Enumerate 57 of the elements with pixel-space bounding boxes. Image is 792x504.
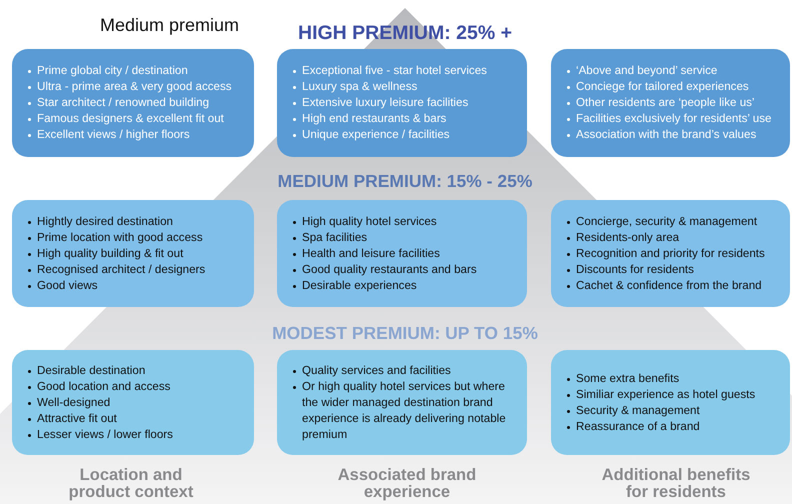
- bullet-item: Cachet & confidence from the brand: [576, 278, 762, 294]
- bullet-item: Good quality restaurants and bars: [302, 262, 477, 278]
- column-label: Associated brand experience: [336, 467, 478, 500]
- tier-heading: HIGH PREMIUM: 25% +: [298, 24, 512, 44]
- bullet-item: Security & management: [576, 402, 700, 418]
- bullet-item: Recognised architect / designers: [37, 262, 206, 278]
- content-card: [12, 350, 254, 455]
- bullet-item: Hightly desired destination: [37, 214, 173, 230]
- bullet-item: Recognition and priority for residents: [576, 246, 765, 262]
- bullet-item: Prime location with good access: [37, 230, 203, 246]
- bullet-item: High quality hotel services: [302, 214, 437, 230]
- content-card: [551, 49, 790, 157]
- bullet-item: Excellent views / higher floors: [37, 127, 190, 143]
- content-card: [277, 350, 527, 455]
- note-text: Medium premium: [100, 16, 240, 34]
- content-card: [12, 49, 254, 157]
- content-card: [277, 49, 527, 157]
- bullet-item: Desirable experiences: [302, 278, 417, 294]
- bullet-item: Famous designers & excellent fit out: [37, 111, 224, 127]
- bullet-item: Unique experience / facilities: [302, 127, 450, 143]
- bullet-item: Prime global city / destination: [37, 63, 188, 79]
- bullet-item: Health and leisure facilities: [302, 246, 440, 262]
- bullet-item: Well-designed: [37, 394, 110, 410]
- bullet-item: Star architect / renowned building: [37, 95, 210, 111]
- bullet-item: Association with the brand’s values: [576, 127, 756, 143]
- bullet-item: Ultra - prime area & very good access: [37, 79, 232, 95]
- tier-heading: MODEST PREMIUM: UP TO 15%: [272, 325, 538, 342]
- bullet-item: Discounts for residents: [576, 262, 694, 278]
- bullet-item: Extensive luxury leisure facilities: [302, 95, 468, 111]
- content-card: [551, 200, 790, 307]
- bullet-item: Other residents are ‘people like us’: [576, 95, 755, 111]
- bullet-item: Reassurance of a brand: [576, 418, 700, 434]
- bullet-item: Good location and access: [37, 378, 170, 394]
- bullet-item: Some extra benefits: [576, 370, 680, 386]
- bullet-item: Lesser views / lower floors: [37, 426, 173, 442]
- bullet-item: Quality services and facilities: [302, 362, 451, 378]
- bullet-item: Residents-only area: [576, 230, 680, 246]
- column-label: Location and product context: [68, 467, 194, 500]
- bullet-item: High end restaurants & bars: [302, 111, 446, 127]
- bullet-item: High quality building & fit out: [37, 246, 184, 262]
- bullet-item: Luxury spa & wellness: [302, 79, 418, 95]
- bullet-item: Similiar experience as hotel guests: [576, 386, 756, 402]
- content-card: [277, 200, 527, 307]
- bullet-item: ‘Above and beyond’ service: [576, 63, 718, 79]
- bullet-item: Desirable destination: [37, 362, 146, 378]
- bullet-item: Concierge, security & management: [576, 214, 758, 230]
- bullet-item: Facilities exclusively for residents’ use: [576, 111, 772, 127]
- bullet-item: Spa facilities: [302, 230, 368, 246]
- bullet-item: Exceptional five - star hotel services: [302, 63, 487, 79]
- bullet-item: Or high quality hotel services but where the wider managed destination brand experience is already delivering notable premium: [302, 378, 507, 442]
- tier-heading: MEDIUM PREMIUM: 15% - 25%: [278, 173, 532, 190]
- content-card: [12, 200, 254, 307]
- bullet-item: Conciege for tailored experiences: [576, 79, 749, 95]
- bullet-item: Attractive fit out: [37, 410, 117, 426]
- content-card: [551, 350, 790, 455]
- column-label: Additional benefits for residents: [600, 467, 752, 500]
- bullet-item: Good views: [37, 278, 98, 294]
